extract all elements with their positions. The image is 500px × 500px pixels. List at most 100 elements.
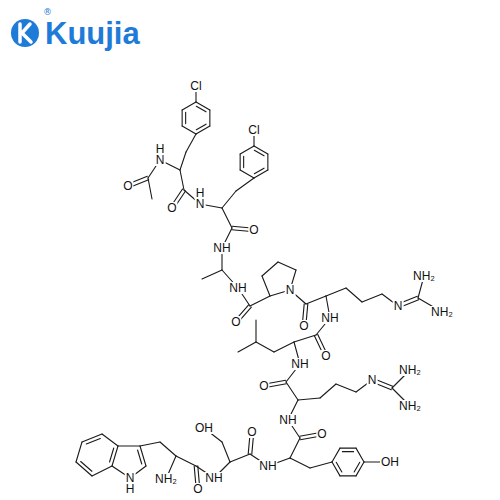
bond xyxy=(110,448,114,462)
atom-label: N xyxy=(195,198,206,210)
bond xyxy=(254,146,268,154)
atom-label: NH xyxy=(212,242,231,254)
atom-label: N xyxy=(155,154,166,166)
atom-label: O xyxy=(320,350,331,362)
bond xyxy=(160,442,176,456)
bond xyxy=(240,170,254,178)
bond xyxy=(222,442,230,462)
bond xyxy=(254,150,264,156)
bond xyxy=(240,154,241,170)
bond xyxy=(180,170,184,190)
bond xyxy=(182,126,196,134)
atom-label: N xyxy=(285,284,296,296)
bond xyxy=(148,178,152,199)
bond xyxy=(140,442,160,446)
atom-label: NH₂ xyxy=(154,473,178,485)
watermark-logo-text: Kuujia xyxy=(45,18,140,49)
bond xyxy=(278,262,296,270)
bond xyxy=(262,276,270,296)
atom-label: H xyxy=(125,483,136,495)
bond xyxy=(254,170,268,178)
bond xyxy=(320,384,336,398)
atom-label: O xyxy=(316,428,327,440)
bond xyxy=(186,134,196,152)
atom-label: NH xyxy=(278,414,297,426)
bond xyxy=(254,168,264,174)
bond xyxy=(286,382,298,400)
bond xyxy=(238,342,256,352)
bond xyxy=(267,154,268,170)
bond xyxy=(310,462,332,468)
bond xyxy=(236,178,254,191)
atom-label: NH₂ xyxy=(398,400,422,412)
atom-label: N xyxy=(367,374,378,386)
bond xyxy=(354,462,360,472)
bond xyxy=(326,288,346,296)
bond xyxy=(255,320,256,342)
bond xyxy=(202,270,222,279)
atom-label: OH xyxy=(194,422,214,434)
bond xyxy=(196,124,206,130)
bond xyxy=(356,462,364,476)
bond xyxy=(274,342,294,352)
atom-label: NH₂ xyxy=(398,364,422,376)
bond xyxy=(336,462,342,472)
atom-label: OH xyxy=(380,456,400,468)
bond xyxy=(86,438,100,444)
atom-label: O xyxy=(248,224,259,236)
atom-label: O xyxy=(230,316,241,328)
bond xyxy=(176,456,196,466)
registered-mark: ® xyxy=(43,8,52,17)
atom-label: Cl xyxy=(247,124,260,136)
bond xyxy=(332,462,340,476)
bond xyxy=(76,442,82,462)
bond xyxy=(138,450,142,464)
bond xyxy=(209,110,210,126)
bond xyxy=(81,461,92,471)
atom-label: O xyxy=(298,320,309,332)
bond xyxy=(222,191,236,208)
bond xyxy=(182,110,183,126)
bond xyxy=(243,156,244,167)
atom-label: NH xyxy=(228,282,247,294)
bond xyxy=(262,262,278,276)
atom-label: NH xyxy=(320,312,339,324)
bond xyxy=(362,294,382,302)
bond xyxy=(256,342,274,352)
bond xyxy=(222,208,232,228)
atom-label: O xyxy=(246,426,257,438)
bond xyxy=(356,448,364,462)
bond xyxy=(290,438,300,458)
bond xyxy=(298,398,320,400)
bond xyxy=(336,384,356,392)
bond xyxy=(196,126,210,134)
bond xyxy=(82,434,102,442)
bond xyxy=(92,466,112,476)
bond xyxy=(196,102,210,110)
atom-label: O xyxy=(192,483,203,495)
bond xyxy=(196,106,206,112)
atom-label: NH₂ xyxy=(430,306,454,318)
atom-label: O xyxy=(122,180,133,192)
bond xyxy=(250,296,270,306)
bond xyxy=(118,445,140,446)
bond xyxy=(230,454,250,462)
bond xyxy=(240,146,254,154)
bond xyxy=(182,102,196,110)
bond xyxy=(76,462,92,476)
bond xyxy=(290,458,310,468)
logo-badge xyxy=(11,19,39,47)
atom-label: NH₂ xyxy=(412,270,436,282)
atom-label: NH xyxy=(204,472,223,484)
bond xyxy=(332,448,340,462)
bond xyxy=(102,434,118,446)
bond xyxy=(340,448,356,449)
atom-label: N xyxy=(393,300,404,312)
bond xyxy=(342,451,353,452)
atom-label: O xyxy=(166,202,177,214)
bond xyxy=(185,112,186,123)
atom-label: NH xyxy=(258,460,277,472)
